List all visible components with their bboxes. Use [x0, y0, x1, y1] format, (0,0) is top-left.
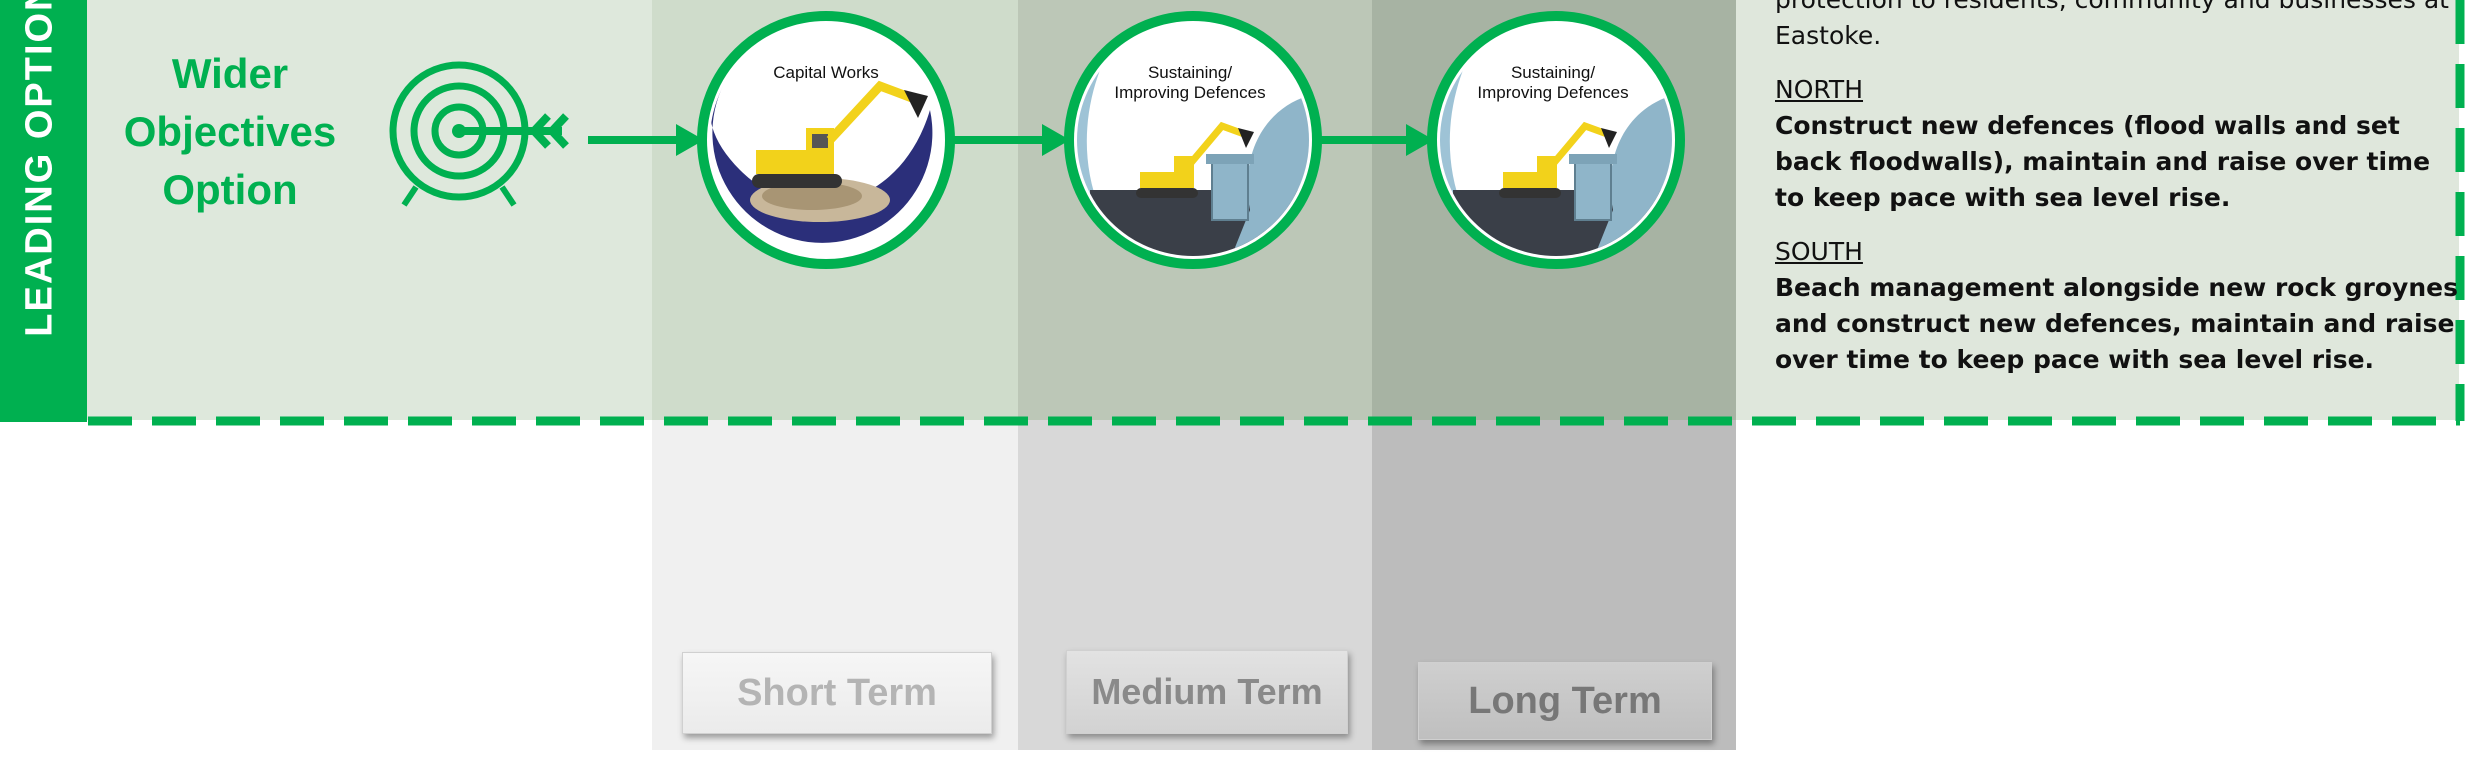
- sustaining-label-line2: Improving Defences: [1477, 83, 1628, 102]
- south-heading: SOUTH: [1775, 237, 1863, 266]
- north-heading: NORTH: [1775, 75, 1864, 104]
- sustaining-label-line2: Improving Defences: [1114, 83, 1265, 102]
- excavator-icon: [1136, 121, 1254, 198]
- long-term-label: Long Term: [1418, 662, 1712, 740]
- arrow-right-icon: [1318, 124, 1434, 156]
- sustaining-stage-long: Sustaining/ Improving Defences: [1427, 11, 1685, 269]
- sustaining-label-line1: Sustaining/: [1511, 63, 1595, 82]
- south-text: Beach management alongside new rock groy…: [1775, 273, 2458, 374]
- target-icon: [389, 61, 569, 207]
- panel-description-tint: [1736, 0, 2459, 420]
- intro-line1: protection to residents, community and b…: [1775, 0, 2465, 18]
- intro-line2: Eastoke.: [1775, 21, 1882, 50]
- sustaining-label-line1: Sustaining/: [1148, 63, 1232, 82]
- leading-option-sidebar: [0, 0, 87, 422]
- excavator-icon: [752, 80, 928, 188]
- sea-wall-icon: [1206, 154, 1254, 221]
- arrow-right-icon: [950, 124, 1070, 156]
- capital-works-label: Capital Works: [773, 63, 879, 82]
- medium-term-label: Medium Term: [1066, 650, 1348, 734]
- sea-wall-icon: [1569, 154, 1617, 221]
- capital-works-stage: Capital Works: [697, 11, 955, 269]
- option-title: Wider Objectives Option: [123, 50, 337, 213]
- sustaining-stage-medium: Sustaining/ Improving Defences: [1064, 11, 1322, 269]
- short-term-label: Short Term: [682, 652, 992, 734]
- north-text: Construct new defences (flood walls and …: [1775, 111, 2431, 212]
- excavator-icon: [1499, 121, 1617, 198]
- option-description: protection to residents, community and b…: [1775, 0, 2465, 378]
- arrow-right-icon: [588, 124, 704, 156]
